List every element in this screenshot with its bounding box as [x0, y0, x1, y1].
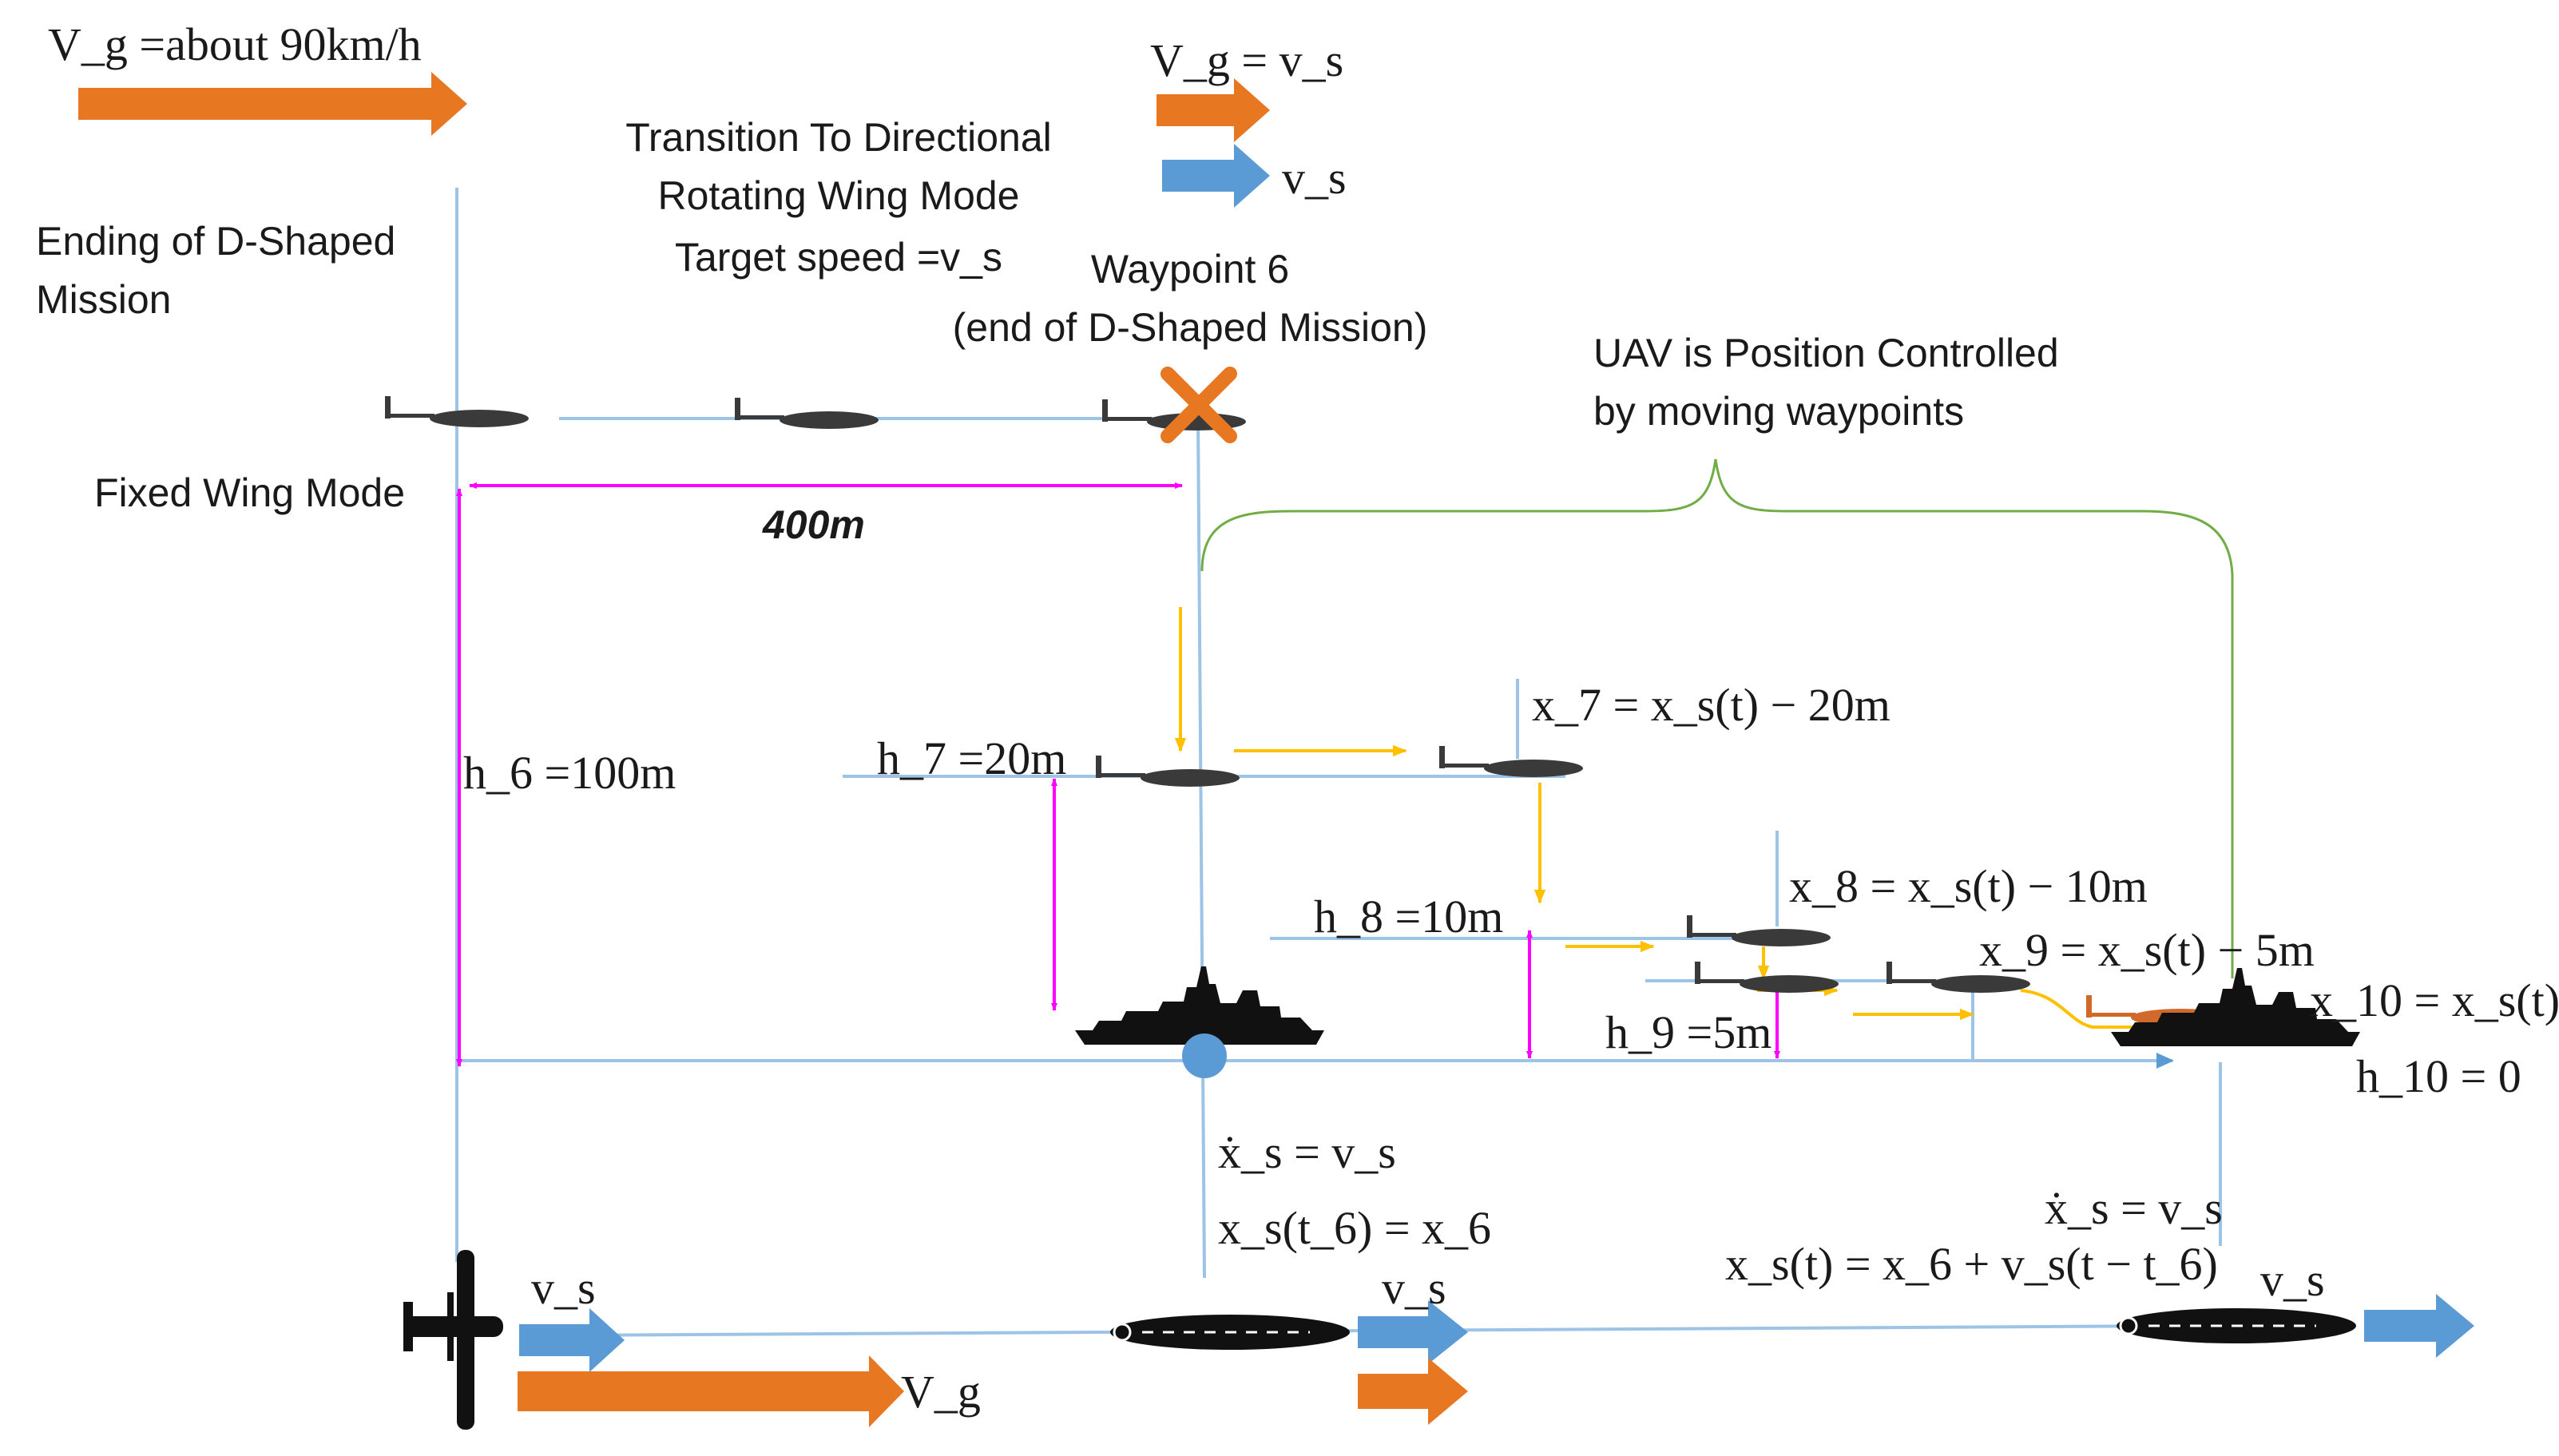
legend-vg-equals-vs: V_g = v_s [1150, 34, 1344, 86]
bottom-vs-right-label: v_s [2260, 1254, 2325, 1306]
altitude-h6: h_6 =100m [463, 747, 676, 799]
waypoint-x8: x_8 = x_s(t) − 10m [1789, 860, 2148, 912]
uav-waypoint8 [1687, 915, 1831, 946]
position-control-brace [1200, 458, 2234, 978]
altitude-h10: h_10 = 0 [2356, 1050, 2521, 1102]
ship-side-view-left [1075, 966, 1324, 1045]
blue-vs-arrow-bottom-right [2364, 1294, 2474, 1358]
altitude-h8: h_8 =10m [1314, 891, 1504, 942]
transition-label-line2: Rotating Wing Mode [657, 173, 1020, 218]
orange-arrow-bottom-mid [1358, 1358, 1468, 1425]
fixed-wing-label: Fixed Wing Mode [94, 470, 406, 515]
orange-vg-arrow-bottom [518, 1355, 904, 1427]
waypoint6-label-line1: Waypoint 6 [1090, 247, 1290, 292]
waypoint-x9: x_9 = x_s(t) − 5m [1979, 924, 2315, 976]
uav-position-label-line1: UAV is Position Controlled [1593, 331, 2059, 375]
bottom-vs-left-label: v_s [531, 1262, 596, 1314]
transition-label-line1: Transition To Directional [625, 115, 1052, 160]
aircraft-top-view [403, 1250, 503, 1430]
transition-label-line3: Target speed =v_s [675, 235, 1002, 280]
uav-waypoint7-b [1439, 746, 1583, 777]
distance-label: 400m [763, 502, 865, 547]
ship-initial-left: x_s(t_6) = x_6 [1218, 1202, 1492, 1254]
legend-vs: v_s [1282, 152, 1347, 204]
uav-waypoint9-a [1695, 962, 1839, 993]
uav-transition-2 [735, 398, 879, 429]
ship-dynamics-left: ẋ_s = v_s [1218, 1126, 1396, 1178]
waypoint-x7: x_7 = x_s(t) − 20m [1532, 679, 1890, 731]
orange-velocity-arrow-top [78, 72, 467, 136]
ending-label-line2: Mission [36, 277, 172, 322]
waypoint6-label-line2: (end of D-Shaped Mission) [952, 305, 1428, 350]
blue-vs-arrow-bottom-mid [1358, 1300, 1468, 1364]
blue-arrowhead-end [2156, 1053, 2174, 1069]
blue-vs-arrow-bottom-left [519, 1308, 625, 1372]
ship-deck-marks [1113, 1316, 2316, 1342]
bottom-vs-mid-label: v_s [1382, 1262, 1446, 1314]
ending-label-line1: Ending of D-Shaped [36, 219, 396, 264]
ship-position-right: x_s(t) = x_6 + v_s(t − t_6) [1725, 1238, 2218, 1290]
waypoint6-marker [1160, 367, 1237, 443]
orange-vg-arrow [1157, 78, 1270, 142]
uav-position-label-line2: by moving waypoints [1593, 389, 1965, 434]
blue-vs-arrow [1162, 144, 1270, 208]
ship-dynamics-right: ẋ_s = v_s [2045, 1182, 2223, 1234]
waypoint-x10: x_10 = x_s(t) [2310, 974, 2559, 1026]
ship-position-marker [1182, 1033, 1227, 1078]
altitude-h9: h_9 =5m [1605, 1006, 1772, 1058]
uav-waypoint7-a [1096, 756, 1240, 787]
legend-vg-initial: V_g =about 90km/h [48, 18, 422, 70]
bottom-vg-label: V_g [901, 1366, 981, 1418]
dimension-arrows [456, 482, 1780, 1067]
altitude-h7: h_7 =20m [877, 732, 1067, 784]
